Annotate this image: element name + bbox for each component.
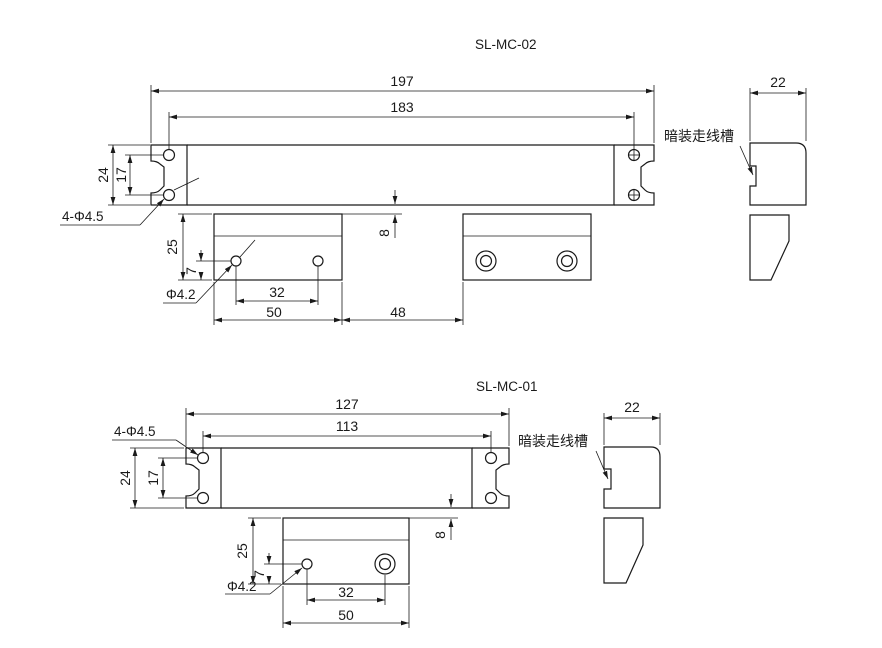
groove-label: 暗装走线槽 [664,129,734,145]
mount-hole [162,188,176,202]
dim-hole-pitch: 17 [145,470,161,486]
sensor-body-front-view [185,447,510,509]
screw-icon [627,148,641,162]
magnet-hole-callout: Φ4.2 [227,579,257,594]
groove-label: 暗装走线槽 [518,434,588,450]
sensor-body-front-view [150,144,655,206]
mount-hole [484,491,498,505]
dim-side-width: 22 [770,74,786,90]
magnet-hole [312,255,324,267]
magnet-right [462,213,592,281]
dim-magnet-hole-offset: 7 [251,570,267,578]
model-label: SL-MC-02 [475,37,537,52]
mount-hole [196,491,210,505]
dim-side-width: 22 [624,399,640,415]
dim-width: 24 [95,167,111,183]
dim-magnet-hole-span: 32 [338,584,354,600]
magnet-hole [301,558,313,570]
magnet-left [213,213,343,281]
dim-magnet-length: 50 [266,304,282,320]
dim-length: 197 [390,73,414,89]
dim-magnet-height: 25 [164,239,180,255]
dim-gap: 8 [432,531,448,539]
dim-width: 24 [117,470,133,486]
mount-hole [162,148,176,162]
hole-callout: 4-Φ4.5 [62,209,104,224]
magnet-hole [230,255,242,267]
dim-hole-pitch: 17 [113,167,129,183]
dim-length: 127 [335,396,359,412]
hole-callout: 4-Φ4.5 [114,424,156,439]
dim-magnet-height: 25 [234,543,250,559]
drawing-sl-mc-01: SL-MC-01 127 113 4-Φ4.5 24 [112,379,661,628]
dim-gap: 8 [376,229,392,237]
magnet-boss [556,250,578,272]
magnet-boss [374,553,396,575]
dim-magnet-length: 50 [338,607,354,623]
model-label: SL-MC-01 [476,379,538,394]
mount-hole [484,451,498,465]
dim-magnet-hole-span: 32 [269,284,285,300]
drawing-sl-mc-02: SL-MC-02 197 183 24 [60,37,807,325]
dim-magnet-distance: 48 [390,304,406,320]
dim-magnet-hole-offset: 7 [183,267,199,275]
magnet-boss [475,250,497,272]
magnet-hole-callout: Φ4.2 [166,287,196,302]
dim-hole-span: 113 [336,418,359,434]
dim-hole-span: 183 [390,99,414,115]
side-view: 22 暗装走线槽 [664,74,807,281]
screw-icon [627,188,641,202]
side-view: 22 暗装走线槽 [518,399,661,584]
mount-hole [196,451,210,465]
magnet [282,517,410,585]
